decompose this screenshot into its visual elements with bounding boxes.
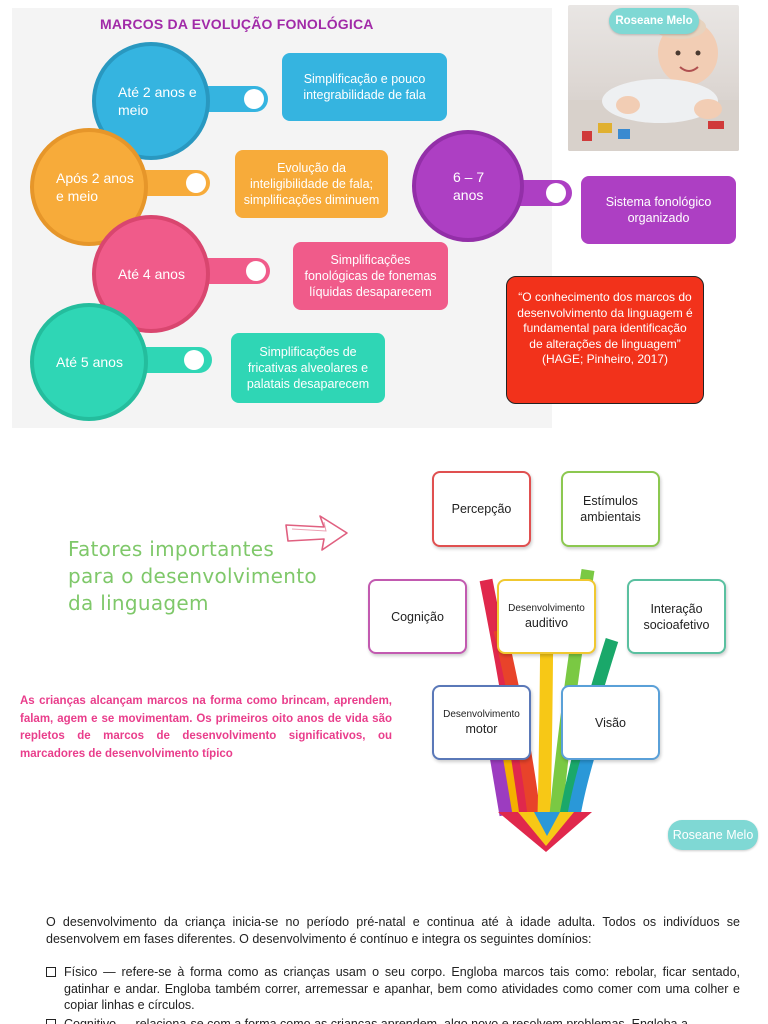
motor-label-big: motor xyxy=(465,722,498,736)
arrow-doodle-icon xyxy=(285,515,348,551)
bullet-fisico: Físico — refere-se à forma como as crian… xyxy=(46,964,740,1014)
milestone-5-age: 6 – 7 anos xyxy=(453,169,485,203)
milestone-4-age: Até 5 anos xyxy=(56,354,123,370)
factors-title-line3: da linguagem xyxy=(68,591,209,615)
milestone-5-dot xyxy=(546,183,566,203)
milestone-2-age: Após 2 anos e meio xyxy=(56,170,134,204)
checkbox-bullet-icon xyxy=(46,967,56,977)
factor-box-interacao: Interação socioafetivo xyxy=(627,579,726,654)
factor-box-cognicao: Cognição xyxy=(368,579,467,654)
motor-label-small: Desenvolvimento xyxy=(443,709,520,720)
infographic-title: MARCOS DA EVOLUÇÃO FONOLÓGICA xyxy=(100,16,374,32)
milestone-5-description: Sistema fonológico organizado xyxy=(581,176,736,244)
factor-box-visao: Visão xyxy=(561,685,660,760)
bullet-cognitivo-text: Cognitivo — relaciona-se com a forma com… xyxy=(64,1017,688,1024)
factors-title: Fatores importantes para o desenvolvimen… xyxy=(68,536,317,617)
brand-badge-top: Roseane Melo xyxy=(609,8,699,34)
checkbox-bullet-icon xyxy=(46,1019,56,1024)
factor-box-auditivo: Desenvolvimento auditivo xyxy=(497,579,596,654)
milestone-4-dot xyxy=(184,350,204,370)
milestone-4-description: Simplificações de fricativas alveolares … xyxy=(231,333,385,403)
factor-box-percepcao: Percepção xyxy=(432,471,531,547)
auditivo-label-big: auditivo xyxy=(524,616,569,630)
bullet-fisico-text: Físico — refere-se à forma como as crian… xyxy=(64,965,740,1012)
factor-box-motor: Desenvolvimento motor xyxy=(432,685,531,760)
milestone-4-bubble: Até 5 anos xyxy=(30,303,148,421)
intro-paragraph: O desenvolvimento da criança inicia-se n… xyxy=(46,915,740,946)
milestone-3-description: Simplificações fonológicas de fonemas lí… xyxy=(293,242,448,310)
brand-badge-bottom: Roseane Melo xyxy=(668,820,758,850)
milestone-1-age: Até 2 anos e meio xyxy=(118,84,197,118)
auditivo-label-small: Desenvolvimento xyxy=(508,603,585,614)
milestone-5-bubble: 6 – 7 anos xyxy=(412,130,524,242)
milestone-2-dot xyxy=(186,173,206,193)
development-paragraph: As crianças alcançam marcos na forma com… xyxy=(20,695,392,760)
milestone-1-bubble: Até 2 anos e meio xyxy=(92,42,210,160)
factors-title-line2: para o desenvolvimento xyxy=(68,564,317,588)
milestone-3-age: Até 4 anos xyxy=(118,266,185,282)
milestone-1-dot xyxy=(244,89,264,109)
quote-box: “O conhecimento dos marcos do desenvolvi… xyxy=(506,276,704,404)
factor-box-estimulos: Estímulos ambientais xyxy=(561,471,660,547)
milestone-1-description: Simplificação e pouco integrabilidade de… xyxy=(282,53,447,121)
milestone-3-dot xyxy=(246,261,266,281)
factors-title-line1: Fatores importantes xyxy=(68,537,275,561)
baby-photo xyxy=(568,5,739,151)
bullet-cognitivo: Cognitivo — relaciona-se com a forma com… xyxy=(46,1016,740,1024)
milestone-2-description: Evolução da inteligibilidade de fala; si… xyxy=(235,150,388,218)
